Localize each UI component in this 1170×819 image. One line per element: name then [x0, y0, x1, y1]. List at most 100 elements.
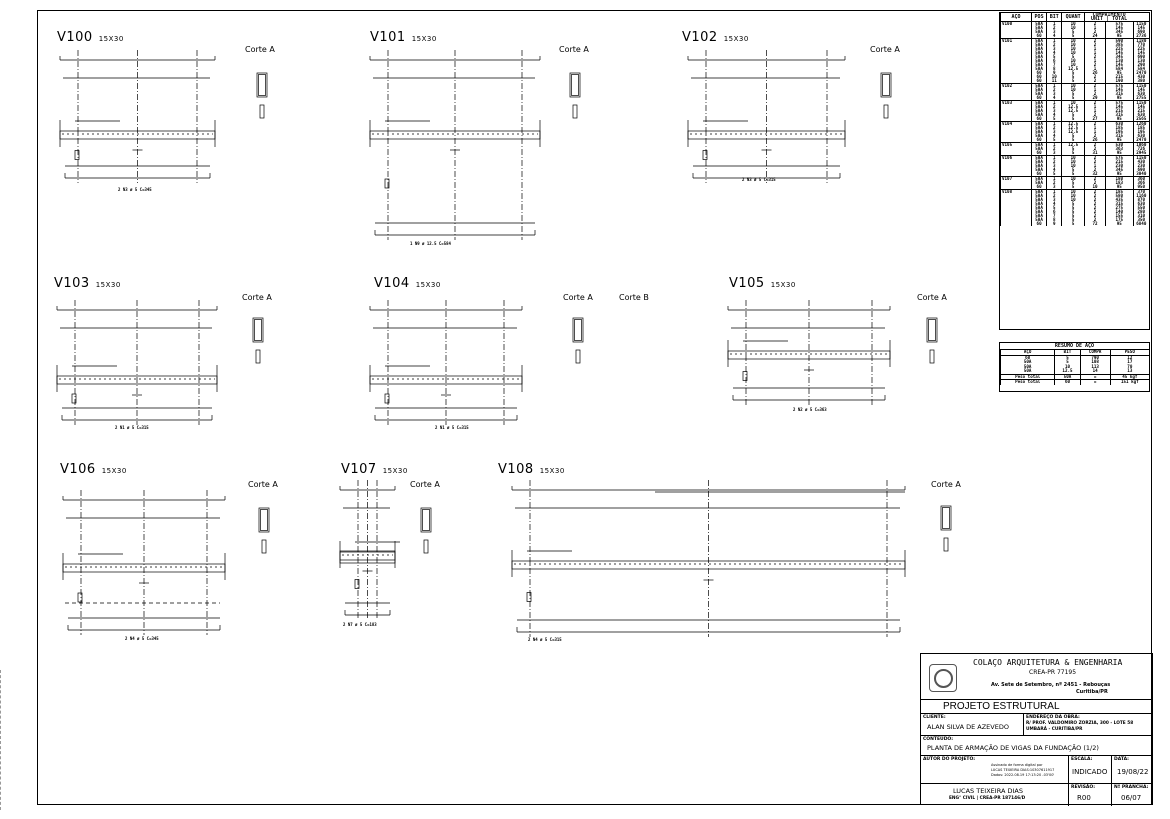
steel-cell: 1	[1084, 87, 1106, 92]
steel-cell: 584	[1132, 66, 1149, 71]
steel-cell: 50A	[1030, 66, 1047, 71]
steel-cell: 50A	[1030, 46, 1047, 51]
steel-cell: 50A	[1030, 62, 1047, 67]
stirrup-detail	[77, 592, 83, 603]
steel-cell: 584	[1105, 66, 1134, 71]
steel-cell: 50A	[1030, 25, 1047, 30]
steel-row-group: V106	[1000, 155, 1032, 160]
steel-row-group	[1000, 222, 1032, 226]
signature-line-1: Assinado de forma digital por	[991, 763, 1043, 767]
stirrup-shape	[572, 104, 578, 119]
steel-summary-title: RESUMO DE AÇO	[1000, 343, 1149, 350]
author-row: AUTOR DO PROJETO: Assinado de forma digi…	[921, 755, 1152, 784]
steel-cell: 10	[1061, 100, 1085, 105]
steel-cell: 5	[1046, 138, 1062, 143]
steel-cell: 9	[1046, 221, 1062, 226]
steel-cell: 280	[1132, 209, 1149, 214]
steel-cell: 5	[1061, 167, 1085, 172]
steel-cell: 185	[1105, 125, 1134, 130]
steel-cell: 1	[1084, 58, 1106, 63]
steel-cell: 950	[1132, 185, 1149, 190]
project-type: PROJETO ESTRUTURAL	[943, 701, 1060, 712]
steel-cell: 60	[1030, 117, 1047, 122]
cross-section-stirrup	[928, 319, 936, 341]
steel-cell: 95	[1105, 34, 1134, 39]
steel-cell: 12.5	[1061, 108, 1085, 113]
steel-cell: 4	[1046, 133, 1062, 138]
steel-row-group: V103	[1000, 100, 1032, 105]
steel-cell: 2	[1046, 42, 1062, 47]
summary-col-aco: AÇO	[999, 349, 1055, 355]
bar-label-v108: 2 N4 ø 5 C=315	[528, 637, 562, 642]
steel-cell: 380	[1132, 79, 1149, 84]
cross-section	[880, 72, 892, 98]
steel-cell: 50A	[1030, 142, 1047, 147]
steel-cell: 1	[1046, 155, 1062, 160]
steel-cell: 140	[1105, 209, 1134, 214]
steel-cell: 9	[1046, 70, 1062, 75]
steel-row-group	[1000, 151, 1032, 156]
summary-total-cell: =	[1079, 379, 1111, 385]
steel-cell: 215	[1105, 74, 1134, 79]
summary-cell: 12	[1109, 355, 1149, 360]
steel-cell: 2	[1084, 42, 1106, 47]
steel-cell: 1	[1084, 104, 1106, 109]
steel-row-group	[1000, 214, 1032, 218]
steel-row-group	[1000, 30, 1032, 34]
steel-cell: 1	[1046, 142, 1062, 147]
steel-row-group	[1000, 67, 1032, 71]
steel-row-group	[1000, 168, 1032, 172]
steel-cell: 155	[1105, 213, 1134, 218]
steel-cell: 2755	[1132, 96, 1149, 101]
steel-cell: 195	[1132, 129, 1149, 134]
steel-cell: 50A	[1030, 180, 1047, 185]
steel-cell: 10	[1061, 176, 1085, 181]
steel-cell: 12.5	[1061, 104, 1085, 109]
steel-cell: 95	[1105, 117, 1134, 122]
steel-cell: 50A	[1030, 125, 1047, 130]
steel-cell: 7	[1046, 213, 1062, 218]
drawing-sheet	[37, 10, 1152, 805]
steel-cell: 2	[1084, 201, 1106, 206]
steel-cell: 145	[1132, 87, 1149, 92]
steel-cell: 2	[1084, 54, 1106, 59]
summary-cell: 70	[1109, 364, 1149, 369]
steel-cell: 690	[1132, 54, 1149, 59]
steel-cell: 5	[1061, 151, 1085, 156]
steel-cell: 1	[1084, 66, 1106, 71]
steel-cell: 215	[1132, 108, 1149, 113]
steel-cell: 2	[1084, 83, 1106, 88]
steel-cell: 5	[1061, 209, 1085, 214]
company-crea: CREA-PR 77195	[1029, 669, 1077, 676]
client-caption: CLIENTE:	[923, 715, 946, 720]
steel-cell: 2	[1046, 104, 1062, 109]
steel-cell: 50A	[1030, 87, 1047, 92]
steel-cell: 435	[1105, 197, 1134, 202]
company-city: Curitiba/PR	[1076, 689, 1108, 695]
bar-label-v104: 2 N1 ø 5 C=315	[435, 425, 469, 430]
steel-cell: 95	[1105, 221, 1134, 226]
steel-cell: 1150	[1132, 21, 1149, 26]
summary-cell: 790	[1079, 355, 1111, 360]
steel-cell: 175	[1105, 217, 1134, 222]
steel-cell: 2	[1084, 38, 1106, 43]
steel-cell: 575	[1105, 100, 1134, 105]
steel-row-group: V100	[1000, 21, 1032, 26]
steel-row-group	[1000, 198, 1032, 202]
steel-cell: 5	[1061, 205, 1085, 210]
